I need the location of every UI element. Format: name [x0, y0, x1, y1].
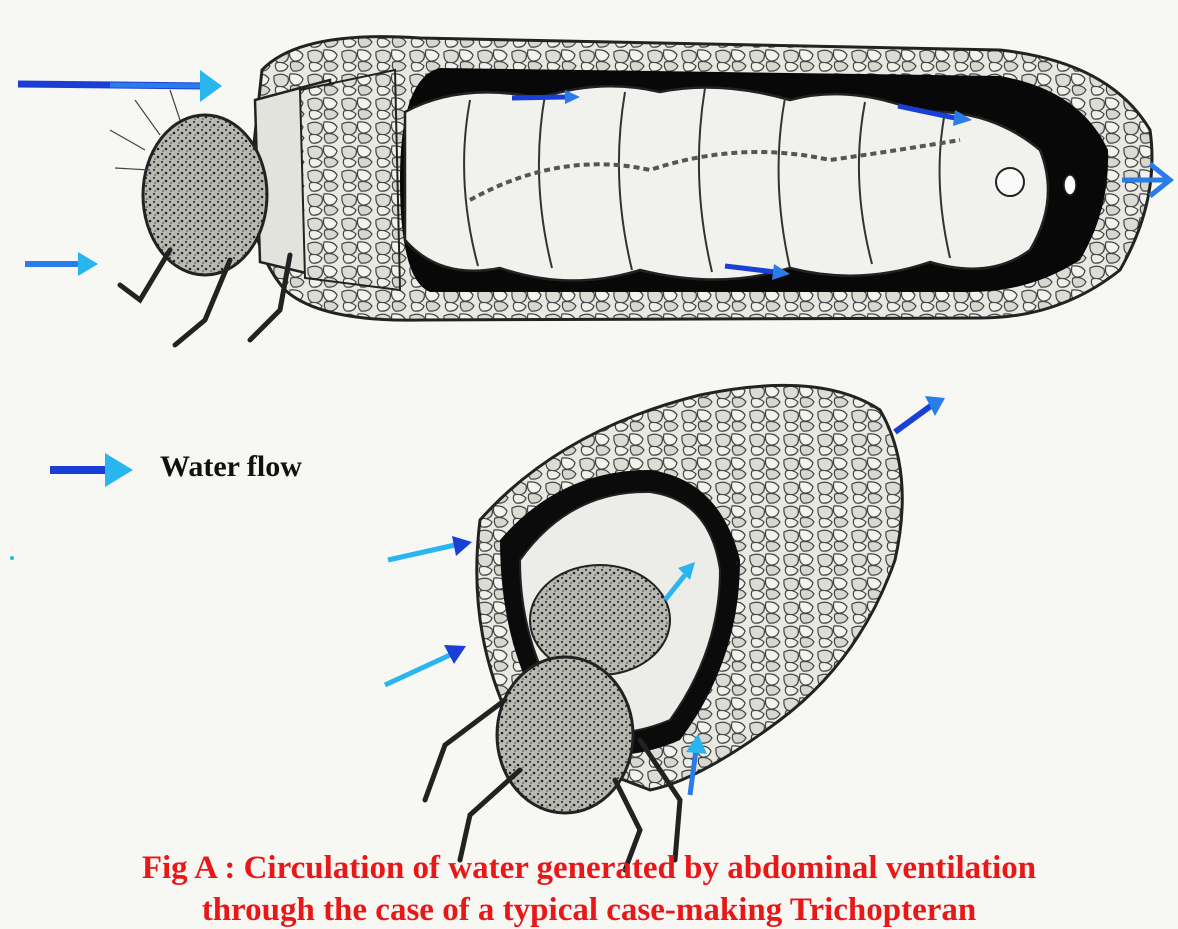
figure-caption-line-1: Fig A : Circulation of water generated b… [0, 850, 1178, 887]
legend-label: Water flow [160, 450, 302, 484]
flow-arrow [25, 252, 98, 276]
larva-in-case-front [425, 385, 902, 870]
flow-arrow [18, 70, 222, 102]
larva-in-case-top [110, 37, 1152, 345]
flow-arrow [895, 396, 945, 432]
larva-head-front [497, 657, 633, 813]
figure-caption-line-2: through the case of a typical case-makin… [0, 892, 1178, 929]
flow-arrow [385, 645, 466, 685]
legend-arrow-icon [50, 453, 133, 487]
larva-head-top [143, 115, 267, 275]
flow-arrow [388, 536, 472, 560]
